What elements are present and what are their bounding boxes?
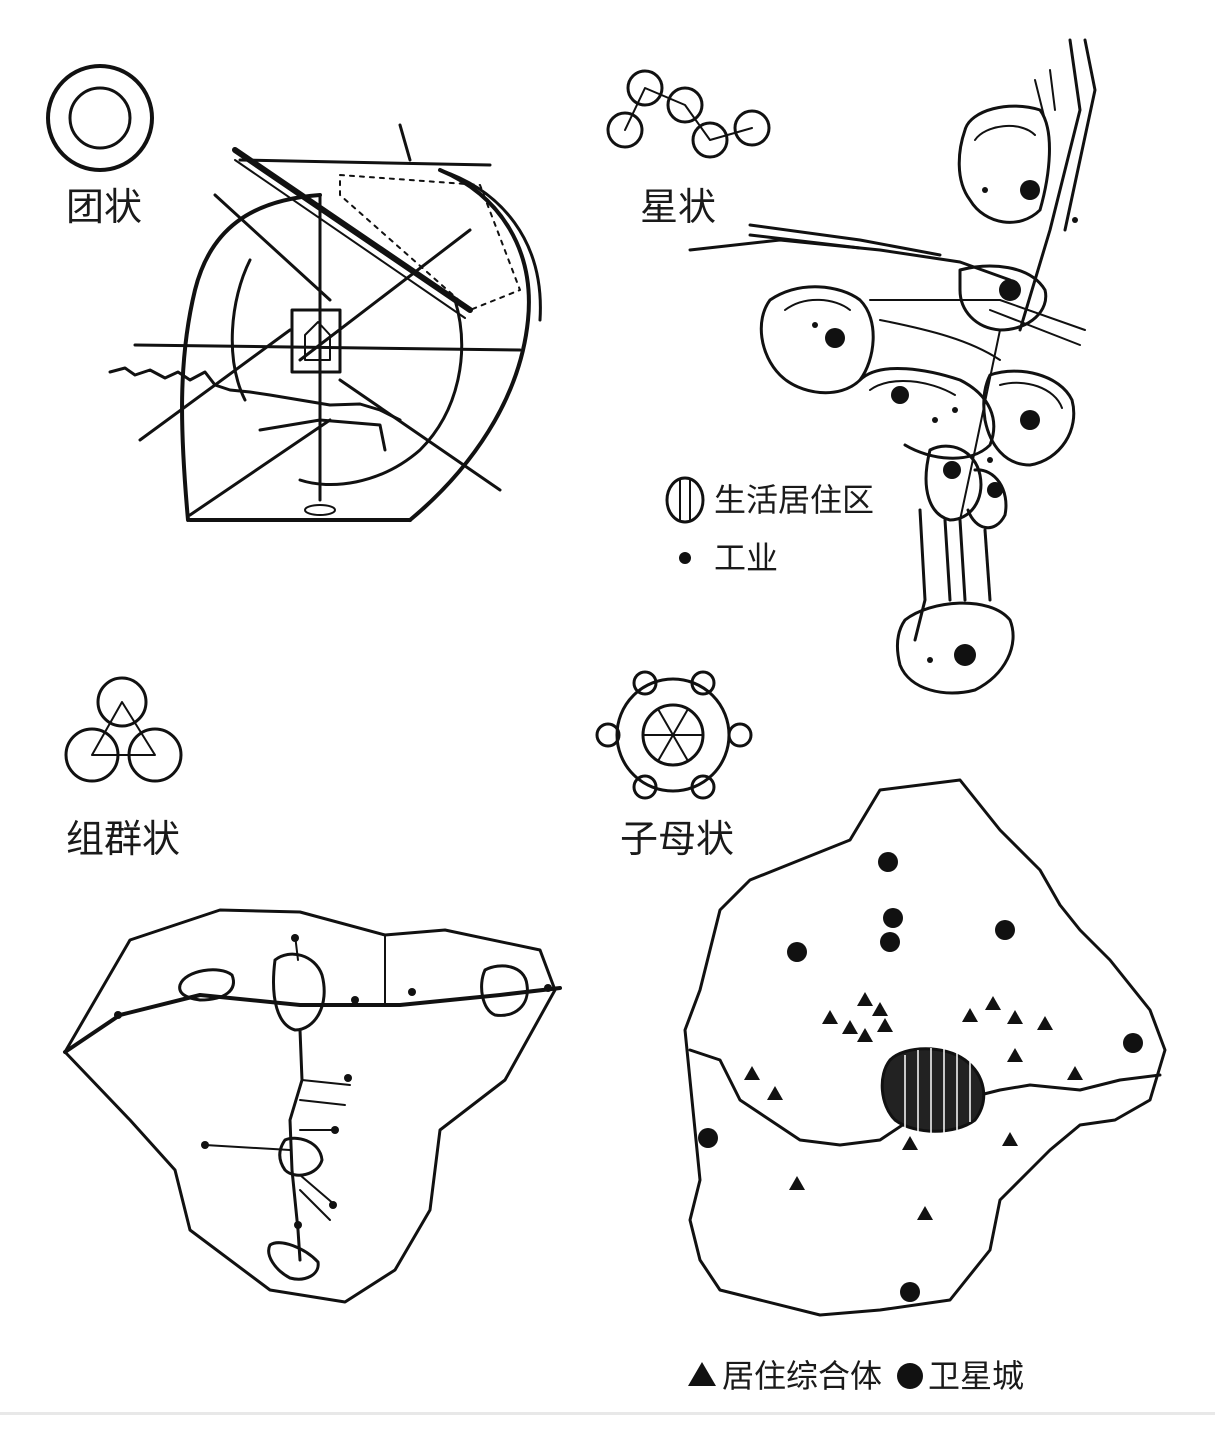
clustered-icon xyxy=(46,64,154,172)
residential-complex-legend-label: 居住综合体 xyxy=(722,1357,883,1395)
satellite-city-legend-icon xyxy=(897,1363,923,1389)
residential-legend-icon xyxy=(665,476,705,524)
industry-legend-label: 工业 xyxy=(714,539,779,577)
bottom-divider xyxy=(0,1412,1215,1415)
star-icon xyxy=(606,69,771,159)
group-city-map xyxy=(63,908,562,1304)
group-label: 组群状 xyxy=(66,817,181,861)
clustered-city-map xyxy=(108,123,542,522)
residential-complex-legend-icon xyxy=(688,1362,716,1386)
residential-legend-label: 生活居住区 xyxy=(714,481,875,519)
star-city-map xyxy=(688,38,1097,695)
industry-legend-icon xyxy=(679,552,691,564)
satellite-label: 子母状 xyxy=(620,817,735,861)
satellite-icon xyxy=(595,670,753,800)
satellite-city-legend-label: 卫星城 xyxy=(928,1357,1025,1395)
group-icon xyxy=(64,676,183,783)
clustered-label: 团状 xyxy=(66,185,143,229)
star-label: 星状 xyxy=(640,185,717,229)
satellite-region-map xyxy=(683,778,1167,1317)
